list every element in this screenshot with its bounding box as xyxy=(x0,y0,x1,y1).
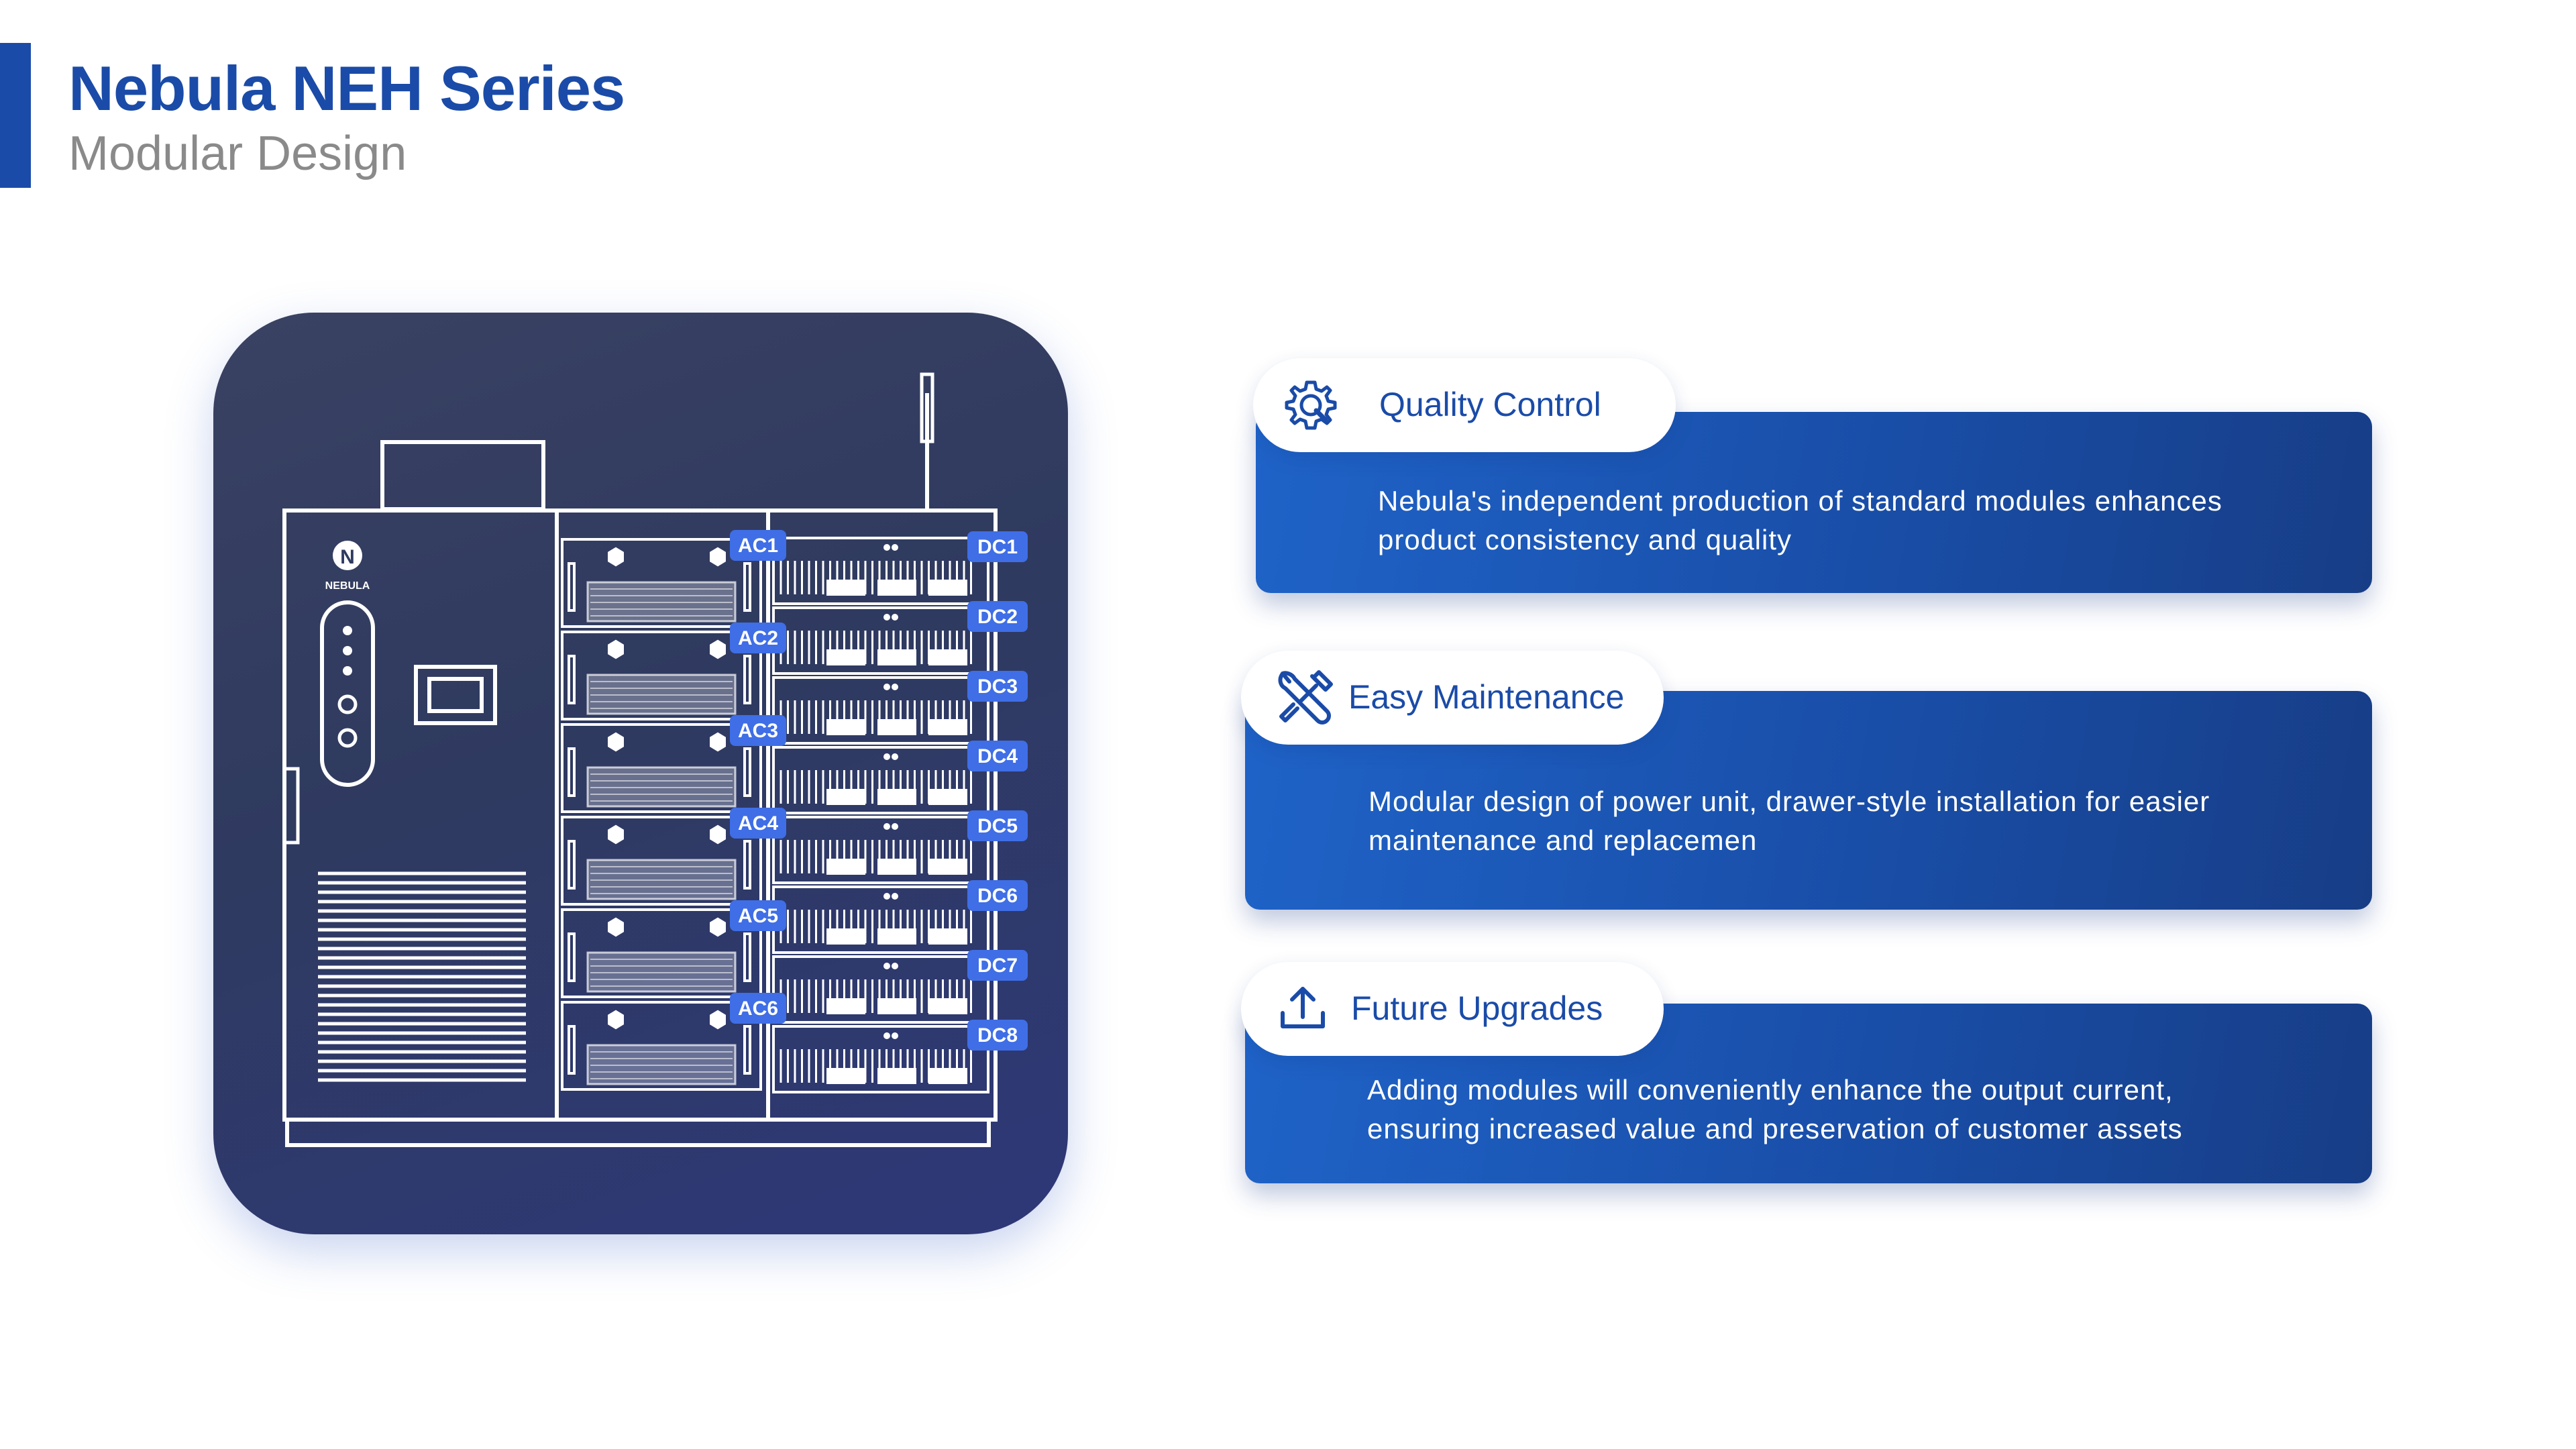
dc-module xyxy=(772,746,989,814)
ac-module-tag: AC5 xyxy=(730,900,786,931)
feature-tab-quality-control: Quality Control xyxy=(1253,358,1676,452)
ac-module-tag-label: AC1 xyxy=(738,535,778,557)
dc-module-tag: DC2 xyxy=(967,601,1028,632)
ac-module-tag: AC6 xyxy=(730,993,786,1024)
dc-module-tag-label: DC6 xyxy=(977,885,1018,907)
vent-grille xyxy=(318,871,526,1082)
feature-title: Easy Maintenance xyxy=(1348,678,1625,716)
ac-module-tag: AC3 xyxy=(730,715,786,746)
feature-description-line: maintenance and replacemen xyxy=(1368,824,1758,856)
feature-title: Quality Control xyxy=(1379,386,1601,423)
dc-module-tag: DC7 xyxy=(967,950,1028,981)
ac-module xyxy=(561,816,762,906)
title-accent-bar xyxy=(0,43,31,188)
feature-description-line: ensuring increased value and preservatio… xyxy=(1367,1113,2183,1144)
display-screen-outer xyxy=(414,665,497,725)
dc-module xyxy=(772,955,989,1024)
dc-module xyxy=(772,1025,989,1093)
cabinet-base xyxy=(285,1118,991,1147)
control-strip xyxy=(320,600,375,787)
feature-description-line: product consistency and quality xyxy=(1378,524,1792,555)
gear-wrench-icon xyxy=(1285,380,1337,430)
feature-description-line: Modular design of power unit, drawer-sty… xyxy=(1368,786,2210,817)
ac-module xyxy=(561,1001,762,1091)
antenna-light xyxy=(920,372,934,443)
feature-card-easy-maintenance: Modular design of power unit, drawer-sty… xyxy=(1245,691,2372,910)
ac-module xyxy=(561,631,762,720)
ac-module-tag: AC2 xyxy=(730,623,786,653)
dc-module-tag: DC4 xyxy=(967,741,1028,771)
dc-module-tag-label: DC2 xyxy=(977,606,1018,628)
dc-module xyxy=(772,606,989,675)
feature-tab-easy-maintenance: Easy Maintenance xyxy=(1241,651,1664,745)
dc-module-stack xyxy=(772,537,989,1093)
page-title: Nebula NEH Series xyxy=(68,53,625,123)
ac-module-tag-label: AC6 xyxy=(738,998,778,1020)
dc-module xyxy=(772,537,989,605)
ac-module-tag-label: AC2 xyxy=(738,627,778,649)
ac-module-tag-label: AC5 xyxy=(738,905,778,927)
dc-module-tag: DC1 xyxy=(967,531,1028,562)
page-subtitle: Modular Design xyxy=(68,127,407,180)
ac-module xyxy=(561,723,762,813)
ac-module-tag: AC4 xyxy=(730,808,786,839)
ac-module-stack xyxy=(561,538,762,1091)
logo-wordmark: NEBULA xyxy=(325,580,370,592)
ac-module-tag-label: AC3 xyxy=(738,720,778,742)
dc-module-tag-label: DC7 xyxy=(977,955,1018,977)
upload-icon xyxy=(1281,987,1325,1028)
dc-module xyxy=(772,676,989,745)
feature-description-line: Nebula's independent production of stand… xyxy=(1378,485,2222,517)
dc-module-tag-label: DC3 xyxy=(977,676,1018,698)
door-handle xyxy=(282,767,300,845)
feature-tab-future-upgrades: Future Upgrades xyxy=(1241,962,1664,1056)
tools-icon xyxy=(1278,670,1333,724)
dc-module-tag: DC8 xyxy=(967,1020,1028,1051)
feature-title: Future Upgrades xyxy=(1351,989,1603,1027)
ac-module-tag: AC1 xyxy=(730,530,786,561)
dc-module-tag: DC5 xyxy=(967,810,1028,841)
dc-module-tag-label: DC1 xyxy=(977,536,1018,558)
feature-description-line: Adding modules will conveniently enhance… xyxy=(1367,1074,2174,1106)
dc-module xyxy=(772,816,989,884)
dc-module-tag-label: DC8 xyxy=(977,1024,1018,1046)
logo-badge xyxy=(333,541,362,570)
dc-module-tag: DC6 xyxy=(967,880,1028,911)
dc-module xyxy=(772,885,989,954)
dc-module-tag-label: DC4 xyxy=(977,745,1018,767)
ac-module xyxy=(561,538,762,628)
dc-module-tag-label: DC5 xyxy=(977,815,1018,837)
logo-mark: N xyxy=(340,546,355,568)
ac-module xyxy=(561,908,762,998)
display-screen-inner xyxy=(427,677,484,713)
top-box xyxy=(380,440,545,511)
ac-module-tag-label: AC4 xyxy=(738,812,778,835)
dc-module-tag: DC3 xyxy=(967,671,1028,702)
